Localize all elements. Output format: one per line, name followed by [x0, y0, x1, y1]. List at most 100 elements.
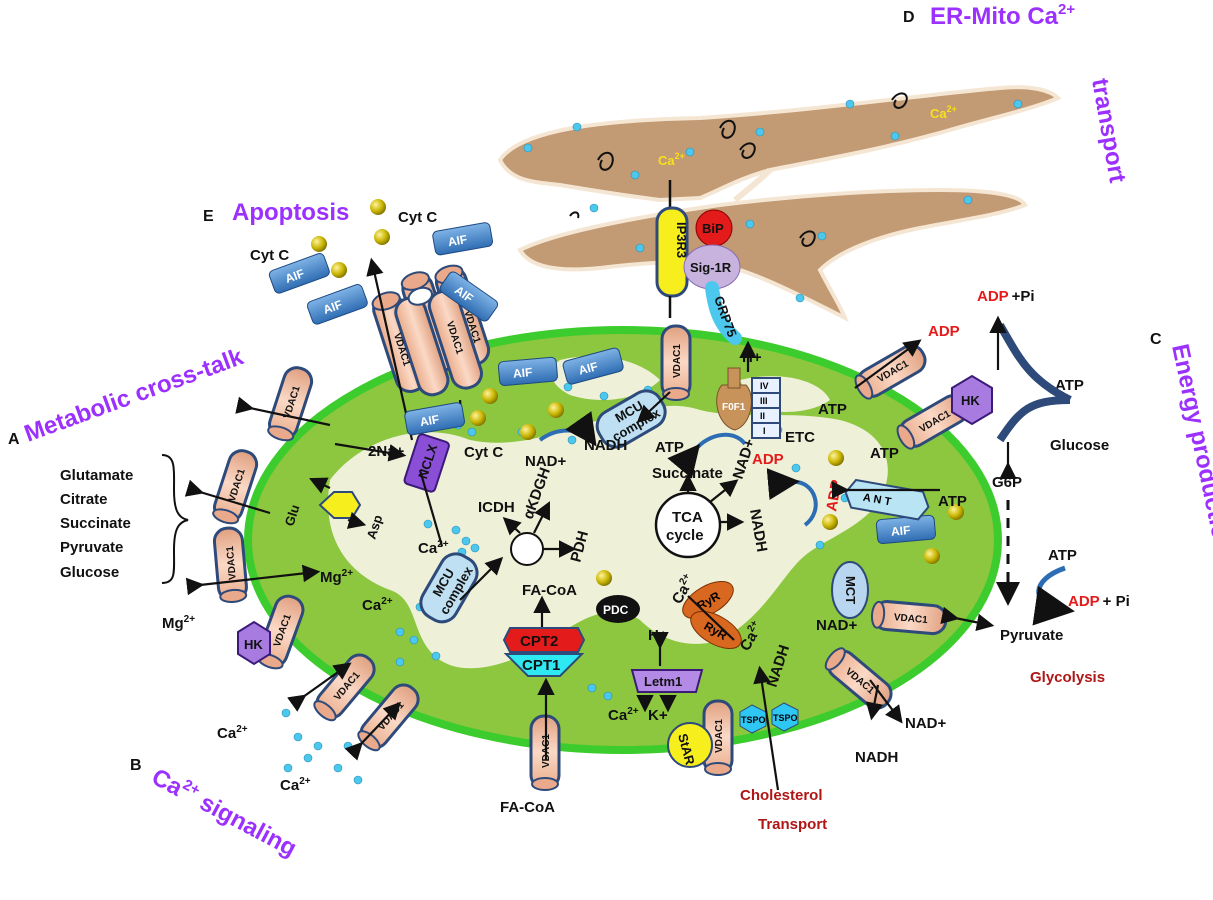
star-tspo: StAR TSPO TSPO: [667, 702, 799, 768]
adp-top-vdac: ADP: [928, 323, 960, 340]
section-title-er-mito-tail: transport: [1086, 76, 1131, 184]
svg-text:Letm1: Letm1: [644, 674, 682, 689]
adp-pi-glycolysis: ADP+ Pi: [1068, 593, 1130, 610]
endoplasmic-reticulum: Ca2+ Ca2+: [497, 85, 1062, 323]
svg-text:CPT1: CPT1: [522, 657, 560, 674]
svg-text:I: I: [763, 426, 766, 436]
ca-label-out2: Ca2+: [280, 776, 311, 794]
atp-synthase: F0F1 H+: [716, 349, 762, 431]
etc-complexes: IV III II I ETC: [739, 340, 815, 446]
mg-label-inner: Mg2+: [320, 568, 353, 586]
vdac-channel-1: VDAC1: [267, 366, 314, 442]
succinate-label: Succinate: [652, 465, 723, 482]
atp-vdac-top: ATP: [818, 401, 847, 418]
glu-asp-exchanger: Glu Asp: [282, 477, 386, 541]
svg-text:TCA: TCA: [672, 509, 703, 526]
metabolite-3: Pyruvate: [60, 539, 123, 556]
adp-etc: ADP: [752, 451, 784, 468]
svg-text:VDAC1: VDAC1: [893, 612, 928, 626]
vdac-channel-13: VDAC1: [660, 324, 692, 401]
svg-text:Ca2+: Ca2+: [608, 706, 639, 724]
svg-text:AIF: AIF: [890, 523, 910, 539]
svg-text:AIF: AIF: [321, 297, 344, 317]
icdh-label: ICDH: [478, 499, 515, 516]
svg-text:AIF: AIF: [512, 365, 532, 381]
section-title-apoptosis: Apoptosis: [232, 199, 349, 226]
h-plus-etc: H+: [742, 349, 762, 366]
hk-right: HK: [951, 374, 993, 426]
letm1-transporter: Letm1 H+ Ca2+ K+: [608, 627, 704, 724]
brace: [161, 454, 189, 584]
metabolite-4: Glucose: [60, 564, 119, 581]
glucose-label: Glucose: [1050, 437, 1109, 454]
svg-text:II: II: [760, 411, 765, 421]
metabolite-list: Glutamate Citrate Succinate Pyruvate Glu…: [60, 454, 189, 584]
cyt-c-label-right: Cyt C: [398, 209, 437, 226]
cyt-c-label-left: Cyt C: [250, 247, 289, 264]
svg-text:AIF: AIF: [447, 232, 468, 249]
svg-text:Asp: Asp: [364, 513, 386, 541]
svg-text:IP3R3: IP3R3: [674, 222, 689, 258]
fa-coa-inner: FA-CoA: [522, 582, 577, 599]
section-letter-e: E: [203, 208, 214, 225]
svg-text:F0F1: F0F1: [722, 402, 746, 413]
nad-plus-outer: NAD+: [905, 715, 946, 732]
atp-hk: ATP: [1055, 377, 1084, 394]
svg-text:MCT: MCT: [843, 576, 858, 604]
atp-vdac-mid: ATP: [870, 445, 899, 462]
ca-label-mcu: Ca2+: [362, 596, 393, 614]
tca-cycle: TCA cycle: [654, 473, 745, 559]
vdac-oligomer: VDAC1 VDAC1 VDAC1: [366, 257, 491, 441]
section-letter-d: D: [903, 9, 915, 26]
mct-transporter: MCT: [831, 561, 995, 632]
atp-tca: ATP: [655, 439, 684, 456]
ca-label-nclx: Ca2+: [418, 539, 449, 557]
transport-label: Transport: [758, 816, 827, 833]
section-title-er-mito: ER-Mito Ca2+: [930, 1, 1075, 30]
vdac-channel-11: VDAC1: [854, 344, 927, 400]
cholesterol-label: Cholesterol: [740, 787, 823, 804]
section-letter-c: C: [1150, 331, 1162, 348]
svg-text:ETC: ETC: [785, 429, 815, 446]
mitochondrion: [244, 326, 1002, 754]
nadh-outer: NADH: [855, 749, 898, 766]
metabolite-0: Glutamate: [60, 467, 133, 484]
section-title-energy: Energy production: [1166, 342, 1213, 556]
ca-label-out1: Ca2+: [217, 724, 248, 742]
cyt-c-label-inner: Cyt C: [464, 444, 503, 461]
er-ca-label: Ca2+: [658, 151, 685, 168]
er-ca-label-2: Ca2+: [930, 104, 957, 121]
section-title-ca-signaling: Ca2+ signaling: [147, 762, 302, 863]
svg-text:CPT2: CPT2: [520, 633, 558, 650]
svg-text:Sig-1R: Sig-1R: [690, 260, 732, 275]
atp-ant: ATP: [938, 493, 967, 510]
fa-coa-outer: FA-CoA: [500, 799, 555, 816]
svg-text:TSPO: TSPO: [773, 713, 798, 723]
metabolite-1: Citrate: [60, 491, 108, 508]
svg-text:HK: HK: [961, 393, 980, 408]
cpt-complex: CPT2 CPT1: [502, 627, 586, 677]
svg-text:AIF: AIF: [283, 266, 306, 286]
section-letter-a: A: [8, 431, 20, 448]
svg-text:K+: K+: [648, 707, 668, 724]
vdac-channel-2: VDAC1: [212, 449, 259, 525]
svg-text:BiP: BiP: [702, 221, 724, 236]
hk-left: HK: [237, 620, 271, 666]
svg-text:III: III: [760, 396, 768, 406]
adp-pi-top: ADP+Pi: [977, 288, 1035, 305]
svg-text:PDC: PDC: [603, 603, 629, 617]
glycolysis-label: Glycolysis: [1030, 669, 1105, 686]
pathway-node: [510, 532, 544, 566]
svg-text:TSPO: TSPO: [741, 715, 766, 725]
vdac-channel-10: VDAC1: [870, 600, 948, 636]
section-letter-b: B: [130, 757, 142, 774]
svg-text:VDAC1: VDAC1: [672, 344, 683, 378]
ant-transporter: A N T ADP ATP: [823, 479, 967, 521]
metabolite-2: Succinate: [60, 515, 131, 532]
pdc-complex: [596, 595, 640, 623]
svg-text:IV: IV: [760, 381, 769, 391]
svg-text:cycle: cycle: [666, 527, 704, 544]
vdac-channel-8: VDAC1: [702, 699, 734, 776]
svg-text:AIF: AIF: [419, 412, 440, 429]
